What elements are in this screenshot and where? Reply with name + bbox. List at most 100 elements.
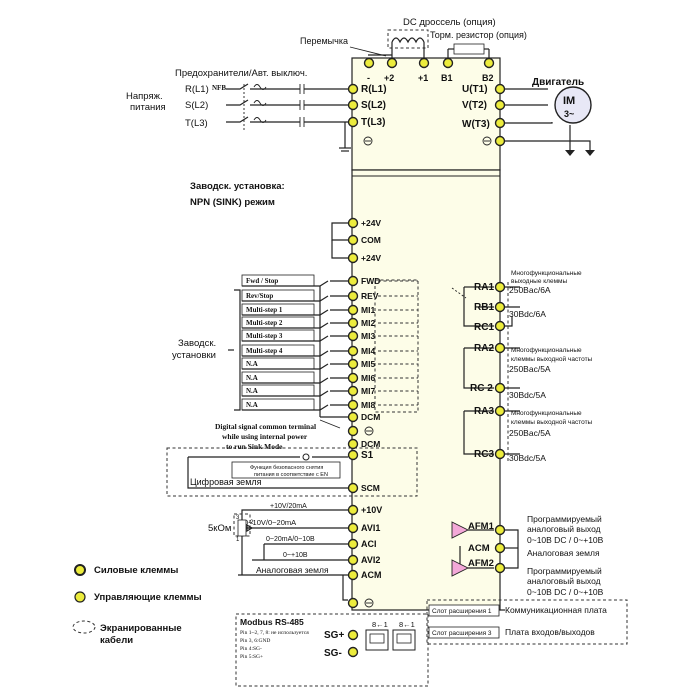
terminal-s-l2 [347, 99, 359, 111]
jumper-label: Перемычка [300, 36, 348, 46]
terminal-ra2 [494, 342, 506, 354]
svg-text:to run Sink Mode: to run Sink Mode [226, 442, 283, 451]
svg-text:RC 2: RC 2 [470, 383, 493, 394]
terminal-aci [347, 538, 359, 550]
svg-text:+10V/20mA: +10V/20mA [270, 503, 307, 510]
svg-text:R(L1): R(L1) [361, 84, 387, 95]
terminal-rc3 [494, 448, 506, 460]
terminal-t-l3 [347, 116, 359, 128]
terminal-dcm-2 [347, 438, 359, 450]
rj45-port-b [392, 629, 416, 651]
svg-text:30Вdc/6А: 30Вdc/6А [509, 309, 546, 319]
svg-text:W(T3): W(T3) [462, 119, 490, 130]
dc-choke-label: DC дроссель (опция) [403, 17, 496, 28]
svg-text:Напряж.: Напряж. [126, 91, 163, 102]
svg-text:RA1: RA1 [474, 282, 494, 293]
svg-text:Pin 3, 6:GND: Pin 3, 6:GND [240, 638, 270, 644]
terminal-avi2 [347, 554, 359, 566]
terminal-rc2 [494, 382, 506, 394]
terminal-ra3 [494, 405, 506, 417]
svg-text:30Вdc/5А: 30Вdc/5А [509, 390, 546, 400]
svg-text:SG-: SG- [324, 648, 342, 659]
terminal-ground-out [494, 135, 506, 147]
svg-text:R(L1): R(L1) [185, 84, 209, 95]
svg-text:COM: COM [361, 235, 381, 245]
terminal-mi4 [347, 345, 359, 357]
svg-text:выходные клеммы: выходные клеммы [511, 278, 568, 285]
input-label: Rev/Stop [246, 292, 273, 300]
input-terminal-label: MI5 [361, 359, 375, 369]
svg-text:Программируемый: Программируемый [527, 514, 602, 524]
input-label: N.A [246, 387, 258, 395]
svg-text:клеммы выходной частоты: клеммы выходной частоты [511, 355, 593, 363]
svg-text:Pin 5:SG+: Pin 5:SG+ [240, 654, 263, 660]
svg-text:Modbus RS-485: Modbus RS-485 [240, 617, 304, 627]
svg-text:Pin 4:SG-: Pin 4:SG- [240, 646, 262, 652]
motor-icon [554, 86, 592, 124]
svg-text:Многофункциональные: Многофункциональные [511, 347, 582, 354]
brake-resistor-label: Торм. резистор (опция) [430, 30, 527, 40]
terminal-rb1 [494, 301, 506, 313]
svg-text:NFB: NFB [212, 84, 226, 92]
svg-text:250Вас/5А: 250Вас/5А [509, 428, 551, 438]
legend-shield-icon [72, 620, 96, 634]
terminal-plus1 [418, 57, 430, 69]
terminal-s1 [347, 449, 359, 461]
motor-wiring [505, 88, 595, 156]
terminal-ra1 [494, 281, 506, 293]
potentiometer [237, 519, 247, 537]
terminal-v-t2 [494, 99, 506, 111]
svg-text:3: 3 [236, 515, 240, 521]
svg-text:ACM: ACM [361, 570, 382, 580]
rj45-port-a [365, 629, 389, 651]
svg-text:T(L3): T(L3) [185, 118, 208, 129]
terminal-fwd [347, 275, 359, 287]
svg-text:0~10V/0~20mA: 0~10V/0~20mA [244, 518, 296, 527]
svg-text:RC3: RC3 [474, 449, 494, 460]
svg-text:установки: установки [172, 350, 216, 361]
afm2-meter-icon [451, 559, 470, 577]
svg-text:8←1: 8←1 [399, 620, 415, 629]
afm1-meter-icon [451, 521, 470, 539]
terminal-p10v [347, 504, 359, 516]
svg-text:8←1: 8←1 [372, 620, 388, 629]
svg-text:клеммы выходной частоты: клеммы выходной частоты [511, 418, 593, 426]
input-label: Multi-step 1 [246, 306, 283, 314]
input-label: N.A [246, 374, 258, 382]
terminal-avi1 [347, 522, 359, 534]
svg-text:Аналоговая земля: Аналоговая земля [527, 548, 600, 558]
terminal-minus [363, 57, 375, 69]
slots-box [426, 599, 628, 645]
control-section-box [351, 169, 501, 611]
input-label: N.A [246, 401, 258, 409]
input-terminal-label: MI3 [361, 331, 375, 341]
relay-wiring [451, 286, 520, 455]
terminal-rev [347, 290, 359, 302]
svg-text:Слот расширения 1: Слот расширения 1 [432, 608, 492, 615]
input-label: Multi-step 3 [246, 332, 283, 340]
svg-text:Заводск. установка:: Заводск. установка: [190, 181, 285, 192]
svg-text:U(T1): U(T1) [462, 84, 488, 95]
svg-text:SCM: SCM [361, 483, 380, 493]
terminal-b1 [442, 57, 454, 69]
terminal-mi7 [347, 385, 359, 397]
terminal-p24-a [347, 217, 359, 229]
svg-text:while using internal power: while using internal power [222, 432, 308, 441]
terminal-mi2 [347, 317, 359, 329]
slot1-box [428, 604, 500, 617]
svg-text:ACI: ACI [361, 539, 377, 549]
dc-choke-coil [391, 37, 425, 44]
svg-text:Digital signal common terminal: Digital signal common terminal [215, 422, 316, 431]
svg-text:Двигатель: Двигатель [532, 77, 584, 88]
terminal-acm-out [494, 542, 506, 554]
svg-text:Силовые клеммы: Силовые клеммы [94, 565, 178, 576]
svg-text:5кОм: 5кОм [208, 523, 231, 534]
svg-text:RB1: RB1 [474, 302, 494, 313]
terminal-sg-plus [347, 629, 359, 641]
terminal-ground-bottom [347, 597, 359, 609]
svg-text:Аналоговая земля: Аналоговая земля [256, 565, 329, 575]
slot3-box [428, 626, 500, 639]
sink-jumper [331, 222, 348, 259]
ground-icon [363, 136, 373, 146]
terminal-plus2 [386, 57, 398, 69]
